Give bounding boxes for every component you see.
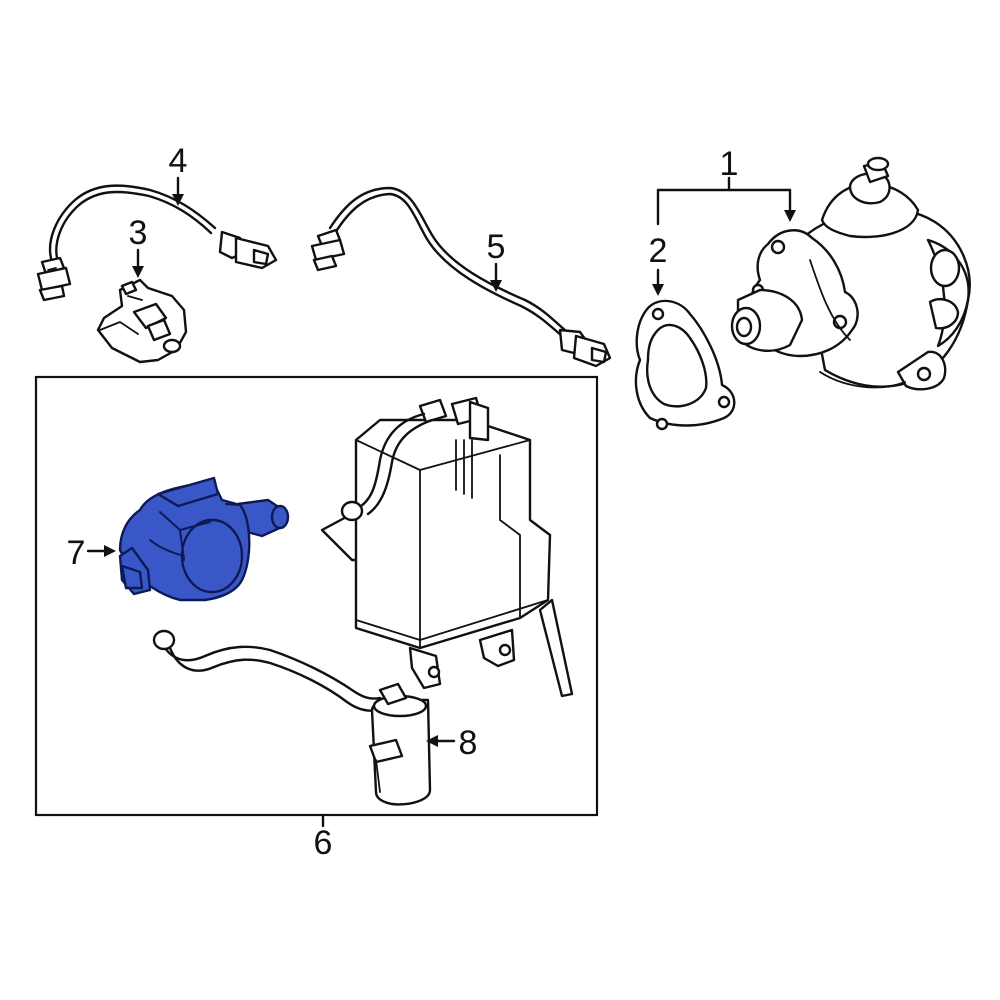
part-2-gasket[interactable] [634,299,736,431]
part-4-oxygen-sensor[interactable] [36,184,278,302]
callout-5: 5 [487,228,506,266]
part-5-oxygen-sensor[interactable] [310,186,612,368]
group-6-frame [34,375,599,817]
callout-7: 7 [67,534,86,572]
part-1-vacuum-pump[interactable] [730,156,971,391]
part-3-sensor[interactable] [96,278,188,364]
part-7-purge-valve[interactable] [118,476,290,602]
callout-1: 1 [720,145,739,183]
callout-3: 3 [129,214,148,252]
callout-8: 8 [459,724,478,762]
charcoal-canister[interactable] [320,396,574,698]
callout-2: 2 [649,232,668,270]
callout-4: 4 [169,142,188,180]
callout-6: 6 [314,824,333,862]
vent-hose[interactable] [152,629,382,712]
part-8-filter[interactable] [368,682,432,806]
leader-lines [86,176,796,828]
